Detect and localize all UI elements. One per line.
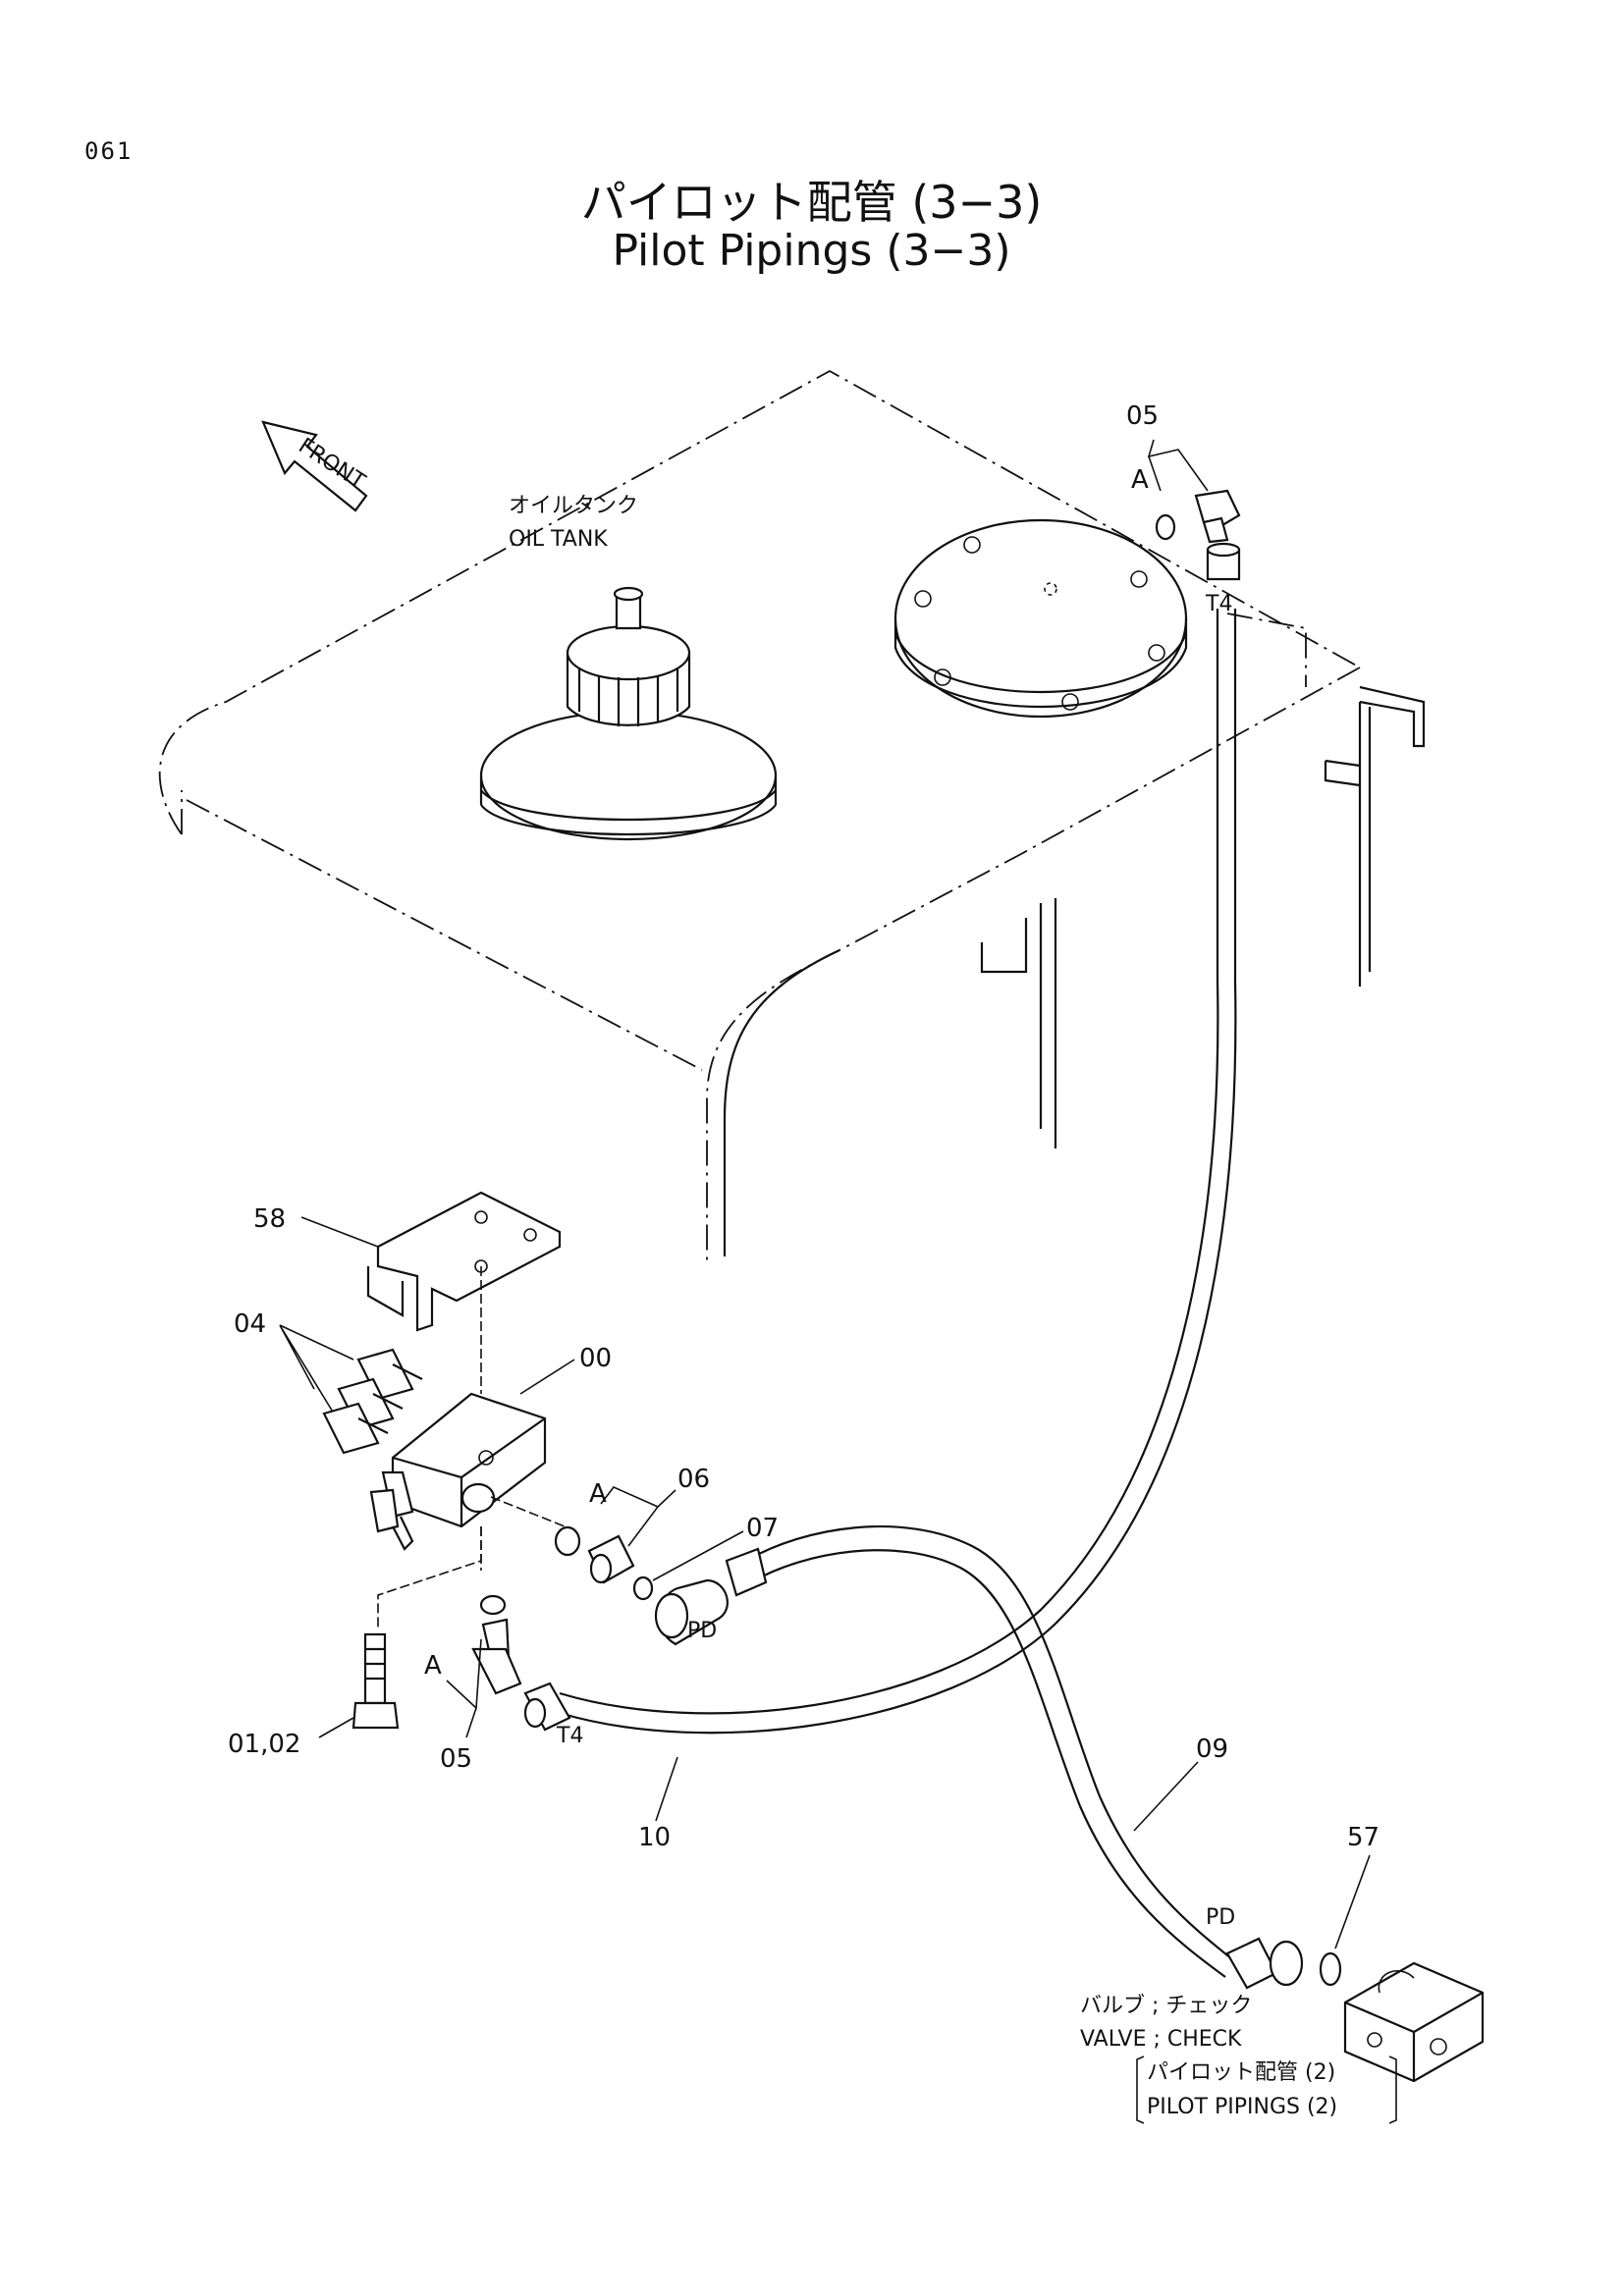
oil-tank-label-en: OIL TANK xyxy=(509,527,608,552)
pd-lower-fitting: PD xyxy=(1206,1905,1304,1990)
part-label-57: 57 xyxy=(1347,1823,1380,1852)
part-label-58: 58 xyxy=(253,1204,286,1234)
pd-upper-fitting: PD xyxy=(654,1547,768,1646)
reference-bracket-left xyxy=(1136,2056,1145,2124)
leader-09 xyxy=(1133,1761,1199,1832)
part-57-oring: 57 xyxy=(1319,1823,1380,1987)
part-04-valves: 04 xyxy=(234,1309,423,1455)
part-01-02-bolt: 01,02 xyxy=(228,1526,482,1759)
port-label-a-06: A xyxy=(589,1479,607,1509)
reference-bracket-right xyxy=(1388,2056,1397,2124)
valve-check-label-en: VALVE ; CHECK xyxy=(1080,2027,1242,2052)
tank-cover-plate xyxy=(893,518,1188,719)
part-label-10: 10 xyxy=(638,1823,671,1852)
part-label-05-bottom: 05 xyxy=(440,1744,472,1774)
port-label-a-top: A xyxy=(1131,465,1149,495)
part-label-06: 06 xyxy=(677,1465,710,1494)
page-number: 061 xyxy=(84,137,134,165)
part-label-09: 09 xyxy=(1196,1735,1228,1764)
part-07-oring: 07 xyxy=(632,1514,779,1601)
part-label-07: 07 xyxy=(746,1514,779,1543)
valve-check-label-ja: バルブ ; チェック xyxy=(1080,1994,1252,2018)
tank-body xyxy=(723,685,1426,1256)
part-label-01-02: 01,02 xyxy=(228,1730,300,1759)
page-title-japanese: パイロット配管 (3−3) xyxy=(580,176,1043,229)
oil-tank-label-ja: オイルタンク xyxy=(509,494,638,518)
port-label-pd-upper: PD xyxy=(687,1619,717,1643)
port-label-a-05: A xyxy=(424,1651,442,1681)
hose-10 xyxy=(559,609,1237,1735)
part-label-05-top: 05 xyxy=(1126,401,1159,431)
oil-tank-outline xyxy=(158,369,1361,1266)
leader-10 xyxy=(655,1756,678,1822)
page-title-english: Pilot Pipings (3−3) xyxy=(612,226,1011,276)
part-58-bracket: 58 xyxy=(253,1191,562,1394)
pilot-pipings-ref-ja: パイロット配管 (2) xyxy=(1147,2060,1335,2085)
port-label-t4-bottom: T4 xyxy=(556,1724,583,1748)
bottom-fitting-group: A 05 T4 xyxy=(424,1594,583,1774)
check-valve-block xyxy=(1343,1961,1485,2083)
part-label-04: 04 xyxy=(234,1309,266,1339)
part-label-00: 00 xyxy=(579,1344,612,1373)
port-label-t4-top: T4 xyxy=(1205,592,1232,616)
pilot-pipings-ref-en: PILOT PIPINGS (2) xyxy=(1147,2095,1337,2119)
part-06-fitting: A 06 xyxy=(554,1465,710,1584)
top-fitting-group: 05 A T4 xyxy=(1126,401,1241,616)
front-arrow: FRONT xyxy=(261,420,369,512)
hose-09 xyxy=(745,1525,1238,1978)
port-label-pd-lower: PD xyxy=(1206,1905,1235,1930)
filler-cap xyxy=(479,586,778,841)
